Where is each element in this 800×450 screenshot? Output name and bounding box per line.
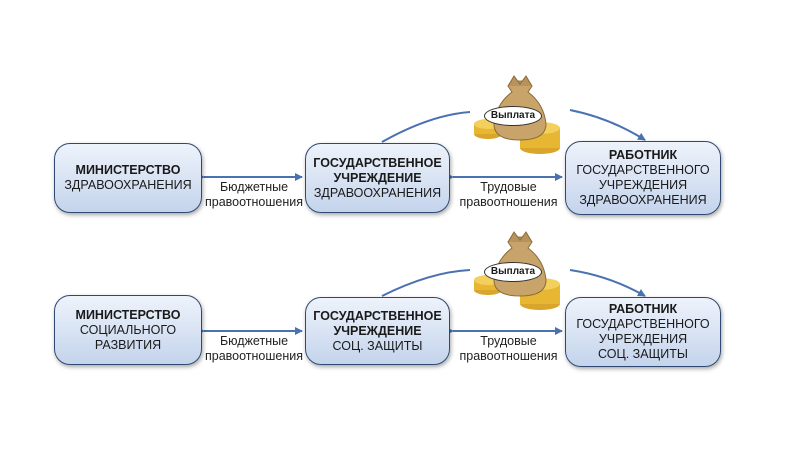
budget-rel-line1: Бюджетные — [219, 334, 289, 348]
budget-rel-line1: Бюджетные — [219, 180, 289, 194]
institution-title1: ГОСУДАРСТВЕННОЕ — [313, 308, 442, 323]
institution-title1: ГОСУДАРСТВЕННОЕ — [313, 155, 442, 170]
worker-box-row2: РАБОТНИК ГОСУДАРСТВЕННОГО УЧРЕЖДЕНИЯ СОЦ… — [565, 297, 721, 367]
payment-label-row2: Выплата — [484, 262, 542, 282]
worker-line1: ГОСУДАРСТВЕННОГО — [576, 163, 710, 177]
worker-title: РАБОТНИК — [608, 302, 678, 316]
institution-line1: СОЦ. ЗАЩИТЫ — [332, 338, 423, 353]
budget-relations-label-row1: Бюджетные правоотношения — [200, 180, 308, 210]
worker-line3: ЗДРАВООХРАНЕНИЯ — [579, 193, 707, 207]
budget-relations-label-row2: Бюджетные правоотношения — [200, 334, 308, 364]
worker-line2: УЧРЕЖДЕНИЯ — [598, 332, 688, 346]
ministry-title: МИНИСТЕРСТВО — [75, 163, 181, 177]
worker-line1: ГОСУДАРСТВЕННОГО — [576, 317, 710, 331]
payment-arrow-row1-out — [569, 109, 646, 141]
institution-title2: УЧРЕЖДЕНИЕ — [333, 323, 422, 338]
payment-arrow-row1-in — [381, 111, 471, 143]
institution-box-row1: ГОСУДАРСТВЕННОЕ УЧРЕЖДЕНИЕ ЗДРАВООХРАНЕН… — [305, 143, 450, 213]
worker-line3: СОЦ. ЗАЩИТЫ — [598, 347, 688, 361]
ministry-line1: СОЦИАЛЬНОГО — [79, 322, 177, 337]
labor-rel-line1: Трудовые — [480, 334, 537, 348]
labor-rel-line2: правоотношения — [459, 349, 558, 363]
institution-title2: УЧРЕЖДЕНИЕ — [333, 170, 422, 185]
payment-arrow-row2-out — [569, 269, 646, 297]
labor-relations-label-row1: Трудовые правоотношения — [456, 180, 561, 210]
ministry-line1: ЗДРАВООХРАНЕНИЯ — [64, 178, 192, 192]
labor-rel-line2: правоотношения — [459, 195, 558, 209]
budget-rel-line2: правоотношения — [204, 349, 304, 363]
institution-line1: ЗДРАВООХРАНЕНИЯ — [313, 185, 442, 200]
ministry-box-row2: МИНИСТЕРСТВО СОЦИАЛЬНОГО РАЗВИТИЯ — [54, 295, 202, 365]
ministry-line2: РАЗВИТИЯ — [94, 337, 162, 352]
worker-box-row1: РАБОТНИК ГОСУДАРСТВЕННОГО УЧРЕЖДЕНИЯ ЗДР… — [565, 141, 721, 215]
ministry-box-row1: МИНИСТЕРСТВО ЗДРАВООХРАНЕНИЯ — [54, 143, 202, 213]
labor-relations-label-row2: Трудовые правоотношения — [456, 334, 561, 364]
worker-line2: УЧРЕЖДЕНИЯ — [598, 178, 688, 192]
budget-rel-line2: правоотношения — [204, 195, 304, 209]
ministry-title: МИНИСТЕРСТВО — [75, 307, 181, 322]
payment-label-row1: Выплата — [484, 106, 542, 126]
worker-title: РАБОТНИК — [608, 148, 678, 162]
labor-rel-line1: Трудовые — [480, 180, 537, 194]
payment-arrow-row2-in — [381, 269, 471, 297]
institution-box-row2: ГОСУДАРСТВЕННОЕ УЧРЕЖДЕНИЕ СОЦ. ЗАЩИТЫ — [305, 297, 450, 365]
